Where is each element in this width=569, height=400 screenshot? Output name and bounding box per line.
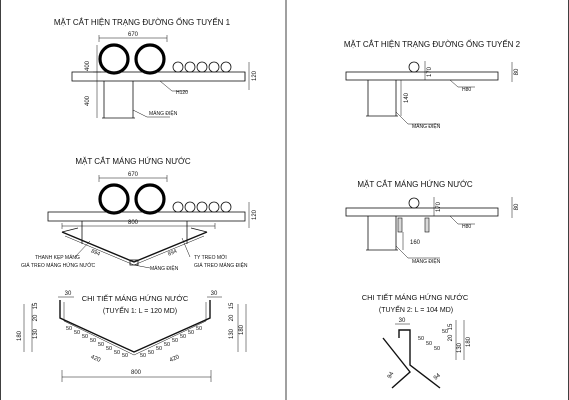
dim-420-right: 420 bbox=[169, 354, 181, 364]
right-subtitle-3: (TUYẾN 2: L = 104 MD) bbox=[379, 304, 453, 314]
dim-400-b: 400 bbox=[85, 95, 91, 106]
rib-labels-left: 50 50 50 50 50 50 50 50 bbox=[66, 326, 128, 359]
rib-r-50-4: 50 bbox=[442, 329, 448, 335]
label-h120: H120 bbox=[176, 90, 188, 96]
right-title-1: MẶT CẮT HIỆN TRẠNG ĐƯỜNG ỐNG TUYẾN 2 bbox=[344, 39, 521, 49]
rib-50-r2: 50 bbox=[148, 350, 154, 356]
pipe-large-4 bbox=[134, 183, 166, 215]
left-title-2: MẶT CẮT MÁNG HỨNG NƯỚC bbox=[75, 157, 191, 166]
beam-h80 bbox=[345, 71, 499, 81]
gutter-detail-profile bbox=[59, 300, 211, 353]
dim-400-a: 400 bbox=[85, 60, 91, 71]
right-existing-section: MẶT CẮT HIỆN TRẠNG ĐƯỜNG ỐNG TUYẾN 2 170… bbox=[344, 39, 521, 130]
rib-50-r7: 50 bbox=[188, 330, 194, 336]
rib-50-r4: 50 bbox=[164, 342, 170, 348]
dim-20-r: 20 bbox=[448, 334, 454, 341]
dim-894-left: 894 bbox=[90, 249, 101, 258]
beam-h80-b bbox=[345, 207, 499, 217]
beam-h120 bbox=[71, 71, 246, 82]
rib-50-r6: 50 bbox=[180, 334, 186, 340]
pipe-large-3 bbox=[98, 183, 130, 215]
dim-160: 160 bbox=[410, 240, 421, 246]
rib-50-l1: 50 bbox=[66, 326, 72, 332]
label-h80-a: H80 bbox=[462, 87, 471, 93]
rib-50-l3: 50 bbox=[82, 334, 88, 340]
dim-120-b: 120 bbox=[252, 209, 258, 220]
dim-670-mid: 670 bbox=[128, 172, 139, 178]
dim-80-b: 80 bbox=[514, 203, 520, 210]
right-gutter-detail: CHI TIẾT MÁNG HỨNG NƯỚC (TUYẾN 2: L = 10… bbox=[362, 292, 472, 389]
pipe-large-1 bbox=[98, 43, 130, 75]
left-gutter-detail: CHI TIẾT MÁNG HỨNG NƯỚC (TUYẾN 1: L = 12… bbox=[17, 291, 247, 382]
dim-120-a: 120 bbox=[252, 70, 258, 81]
dim-800-detail: 800 bbox=[131, 370, 142, 376]
label-h80-b: H80 bbox=[462, 224, 471, 230]
dim-30-right: 30 bbox=[211, 291, 218, 297]
rib-50-r1: 50 bbox=[140, 353, 146, 359]
dim-30-r: 30 bbox=[399, 318, 406, 324]
dim-15-left: 15 bbox=[33, 302, 39, 309]
dim-94-b: 94 bbox=[433, 372, 442, 381]
rib-r-50-1: 50 bbox=[418, 336, 424, 342]
right-title-3: CHI TIẾT MÁNG HỨNG NƯỚC bbox=[362, 292, 469, 302]
dim-420-left: 420 bbox=[90, 354, 102, 364]
rib-50-l7: 50 bbox=[114, 350, 120, 356]
dim-80-a: 80 bbox=[514, 68, 520, 75]
dim-170-b: 170 bbox=[436, 201, 442, 212]
left-title-3: CHI TIẾT MÁNG HỨNG NƯỚC bbox=[82, 293, 189, 303]
rib-50-l5: 50 bbox=[98, 342, 104, 348]
dim-170-a: 170 bbox=[427, 66, 433, 77]
beam-mid bbox=[47, 211, 246, 222]
rib-labels-right: 50 50 50 50 50 50 50 50 bbox=[140, 326, 202, 359]
dim-130-r: 130 bbox=[457, 342, 463, 353]
dim-94-a: 94 bbox=[387, 371, 396, 380]
dim-15-r: 15 bbox=[448, 323, 454, 330]
label-mang-dien-3: MÁNG ĐIỆN bbox=[412, 122, 441, 130]
rib-50-r8: 50 bbox=[196, 326, 202, 332]
rib-50-r5: 50 bbox=[172, 338, 178, 344]
dim-15-right: 15 bbox=[229, 302, 235, 309]
label-gia-treo-dien: GIÁ TREO MÁNG ĐIỆN bbox=[194, 261, 248, 269]
dim-130-left: 130 bbox=[33, 328, 39, 339]
label-ty-treo: TY TREO MỚI bbox=[194, 254, 227, 261]
dim-180-right: 180 bbox=[239, 324, 245, 335]
dim-180-left: 180 bbox=[17, 330, 23, 341]
dim-140: 140 bbox=[404, 92, 410, 103]
left-existing-section: MẶT CẮT HIỆN TRẠNG ĐƯỜNG ỐNG TUYẾN 1 670… bbox=[54, 17, 258, 119]
gutter-v-shape bbox=[61, 231, 208, 263]
dim-30-left: 30 bbox=[65, 291, 72, 297]
dim-180-r: 180 bbox=[466, 336, 472, 347]
gutter-r-profile-a bbox=[398, 329, 441, 389]
right-title-2: MẶT CẮT MÁNG HỨNG NƯỚC bbox=[357, 180, 473, 189]
rib-r-50-2: 50 bbox=[426, 341, 432, 347]
dim-894-right: 894 bbox=[167, 249, 178, 258]
left-gutter-section: MẶT CẮT MÁNG HỨNG NƯỚC 670 120 800 894 8… bbox=[21, 157, 258, 272]
rib-50-l2: 50 bbox=[74, 330, 80, 336]
label-thanh-kep: THANH KẸP MÁNG bbox=[35, 254, 80, 261]
rib-50-l4: 50 bbox=[90, 338, 96, 344]
gutter-r-profile-b bbox=[382, 337, 411, 389]
label-gia-treo-mang: GIÁ TREO MÁNG HỨNG NƯỚC bbox=[21, 262, 96, 269]
rib-50-l8: 50 bbox=[122, 353, 128, 359]
label-mang-dien-4: MÁNG ĐIỆN bbox=[412, 257, 441, 265]
left-title-1: MẶT CẮT HIỆN TRẠNG ĐƯỜNG ỐNG TUYẾN 1 bbox=[54, 17, 231, 27]
dim-20-left: 20 bbox=[33, 314, 39, 321]
pipe-large-2 bbox=[134, 43, 166, 75]
rib-50-r3: 50 bbox=[156, 346, 162, 352]
dim-20-right: 20 bbox=[229, 314, 235, 321]
rib-50-l6: 50 bbox=[106, 346, 112, 352]
label-mang-dien-2: MÁNG ĐIỆN bbox=[150, 264, 179, 272]
label-mang-dien-1: MÁNG ĐIỆN bbox=[149, 109, 178, 117]
dim-130-right: 130 bbox=[229, 328, 235, 339]
left-subtitle-3: (TUYẾN 1: L = 120 MD) bbox=[103, 305, 177, 315]
dim-800: 800 bbox=[128, 220, 139, 226]
right-gutter-section: MẶT CẮT MÁNG HỨNG NƯỚC 170 80 H80 160 MÁ… bbox=[345, 180, 520, 265]
rib-r-50-3: 50 bbox=[434, 346, 440, 352]
dim-670-top: 670 bbox=[128, 32, 139, 38]
